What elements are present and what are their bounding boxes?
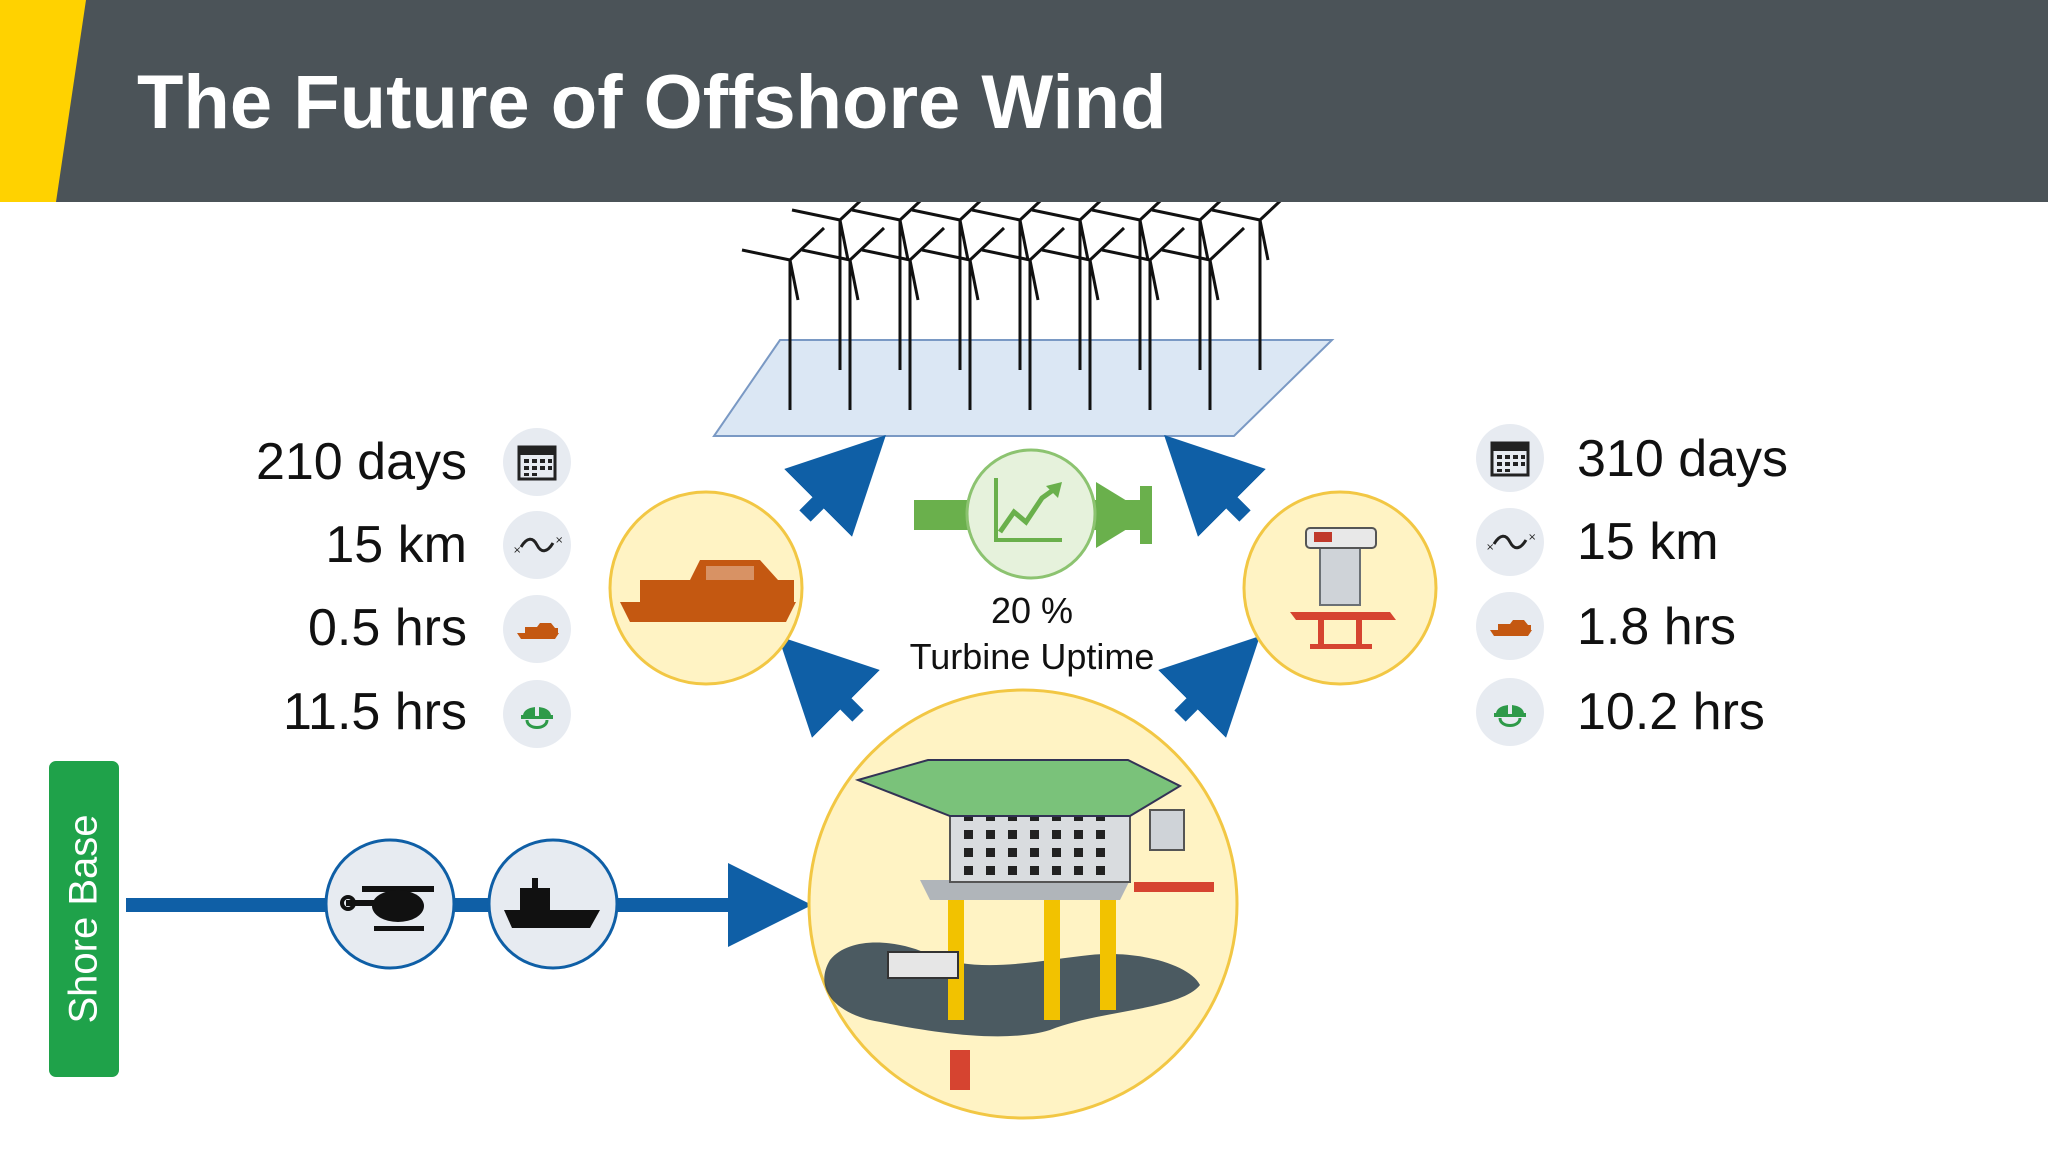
platform-window: [1074, 866, 1083, 875]
svg-text:×: ×: [1486, 542, 1494, 553]
uptime-label: 20 % Turbine Uptime: [832, 588, 1232, 680]
wind-turbine-icon: [1031, 202, 1102, 370]
platform-window: [964, 830, 973, 839]
wind-turbine-icon: [1211, 202, 1282, 370]
wind-turbine-icon: [741, 226, 826, 410]
platform-window: [1096, 848, 1105, 857]
vessel-icon: [1476, 592, 1544, 660]
platform-window: [1030, 848, 1039, 857]
offshore-accommodation-platform: [807, 688, 1239, 1120]
platform-window: [1096, 866, 1105, 875]
svg-text:×: ×: [555, 535, 563, 546]
platform-window: [1074, 848, 1083, 857]
uptime-caption: Turbine Uptime: [909, 636, 1155, 677]
wind-turbine-icon: [861, 226, 946, 410]
wind-turbine-icon: [1101, 226, 1186, 410]
platform-window: [1030, 866, 1039, 875]
wind-turbine-icon: [801, 226, 886, 410]
wind-turbine-icon: [1091, 202, 1162, 370]
wind-turbine-icon: [1041, 226, 1126, 410]
wind-turbine-icon: [911, 202, 982, 370]
platform-window: [1052, 848, 1061, 857]
platform-window: [1074, 830, 1083, 839]
wind-turbine-icon: [921, 226, 1006, 410]
platform-window: [964, 866, 973, 875]
page-title: The Future of Offshore Wind: [137, 60, 1167, 145]
wind-turbine-icon: [1161, 226, 1246, 410]
vessel-icon: [503, 595, 571, 663]
wind-farm: [712, 202, 1335, 437]
left-stat-transit-time: 0.5 hrs: [308, 599, 467, 657]
wind-turbine-icon: [981, 226, 1066, 410]
header-bar: [0, 0, 2048, 202]
platform-window: [1030, 830, 1039, 839]
left-stat-days: 210 days: [255, 433, 467, 491]
helicopter-icon: [324, 838, 456, 970]
supply-ship-icon: [487, 838, 619, 970]
wind-turbine-icon: [791, 202, 862, 370]
platform-window: [986, 830, 995, 839]
platform-window: [1052, 830, 1061, 839]
platform-window: [986, 866, 995, 875]
platform-window: [1008, 830, 1017, 839]
right-stat-distance: 15 km: [1577, 513, 1719, 571]
trending-up-chart-icon: [965, 448, 1097, 580]
svg-text:×: ×: [1528, 532, 1536, 543]
calendar-icon: [1476, 424, 1544, 492]
platform-window: [1008, 848, 1017, 857]
left-stat-distance: 15 km: [325, 516, 467, 574]
distance-icon: ××: [503, 511, 571, 579]
platform-window: [1096, 830, 1105, 839]
wind-turbine-icon: [971, 202, 1042, 370]
right-stat-work-time: 10.2 hrs: [1577, 683, 1765, 741]
service-operation-vessel: [1242, 490, 1438, 686]
arrow-platform-to-sov: [1158, 636, 1260, 738]
hard-hat-icon: [1476, 678, 1544, 746]
wind-turbines: [741, 202, 1282, 410]
arrow-ctv-to-farm: [784, 435, 886, 537]
header-accent-stripe: [0, 0, 86, 202]
arrow-platform-to-ctv: [778, 636, 880, 738]
shore-base-box: Shore Base: [49, 761, 119, 1077]
wind-turbine-icon: [851, 202, 922, 370]
right-stat-transit-time: 1.8 hrs: [1577, 598, 1736, 656]
hard-hat-icon: [503, 680, 571, 748]
right-stat-days: 310 days: [1577, 430, 1789, 488]
uptime-percent: 20 %: [990, 590, 1074, 631]
calendar-icon: [503, 428, 571, 496]
platform-window: [1052, 866, 1061, 875]
svg-text:×: ×: [513, 545, 521, 556]
shore-base-label: Shore Base: [61, 814, 106, 1024]
wind-turbine-icon: [1151, 202, 1222, 370]
platform-window: [964, 848, 973, 857]
distance-icon: ××: [1476, 508, 1544, 576]
left-stat-work-time: 11.5 hrs: [282, 683, 467, 741]
offshore-wind-diagram: [126, 202, 1438, 1120]
arrow-sov-to-farm: [1164, 435, 1266, 537]
platform-window: [986, 848, 995, 857]
crew-transfer-vessel: [608, 490, 804, 686]
platform-window: [1008, 866, 1017, 875]
